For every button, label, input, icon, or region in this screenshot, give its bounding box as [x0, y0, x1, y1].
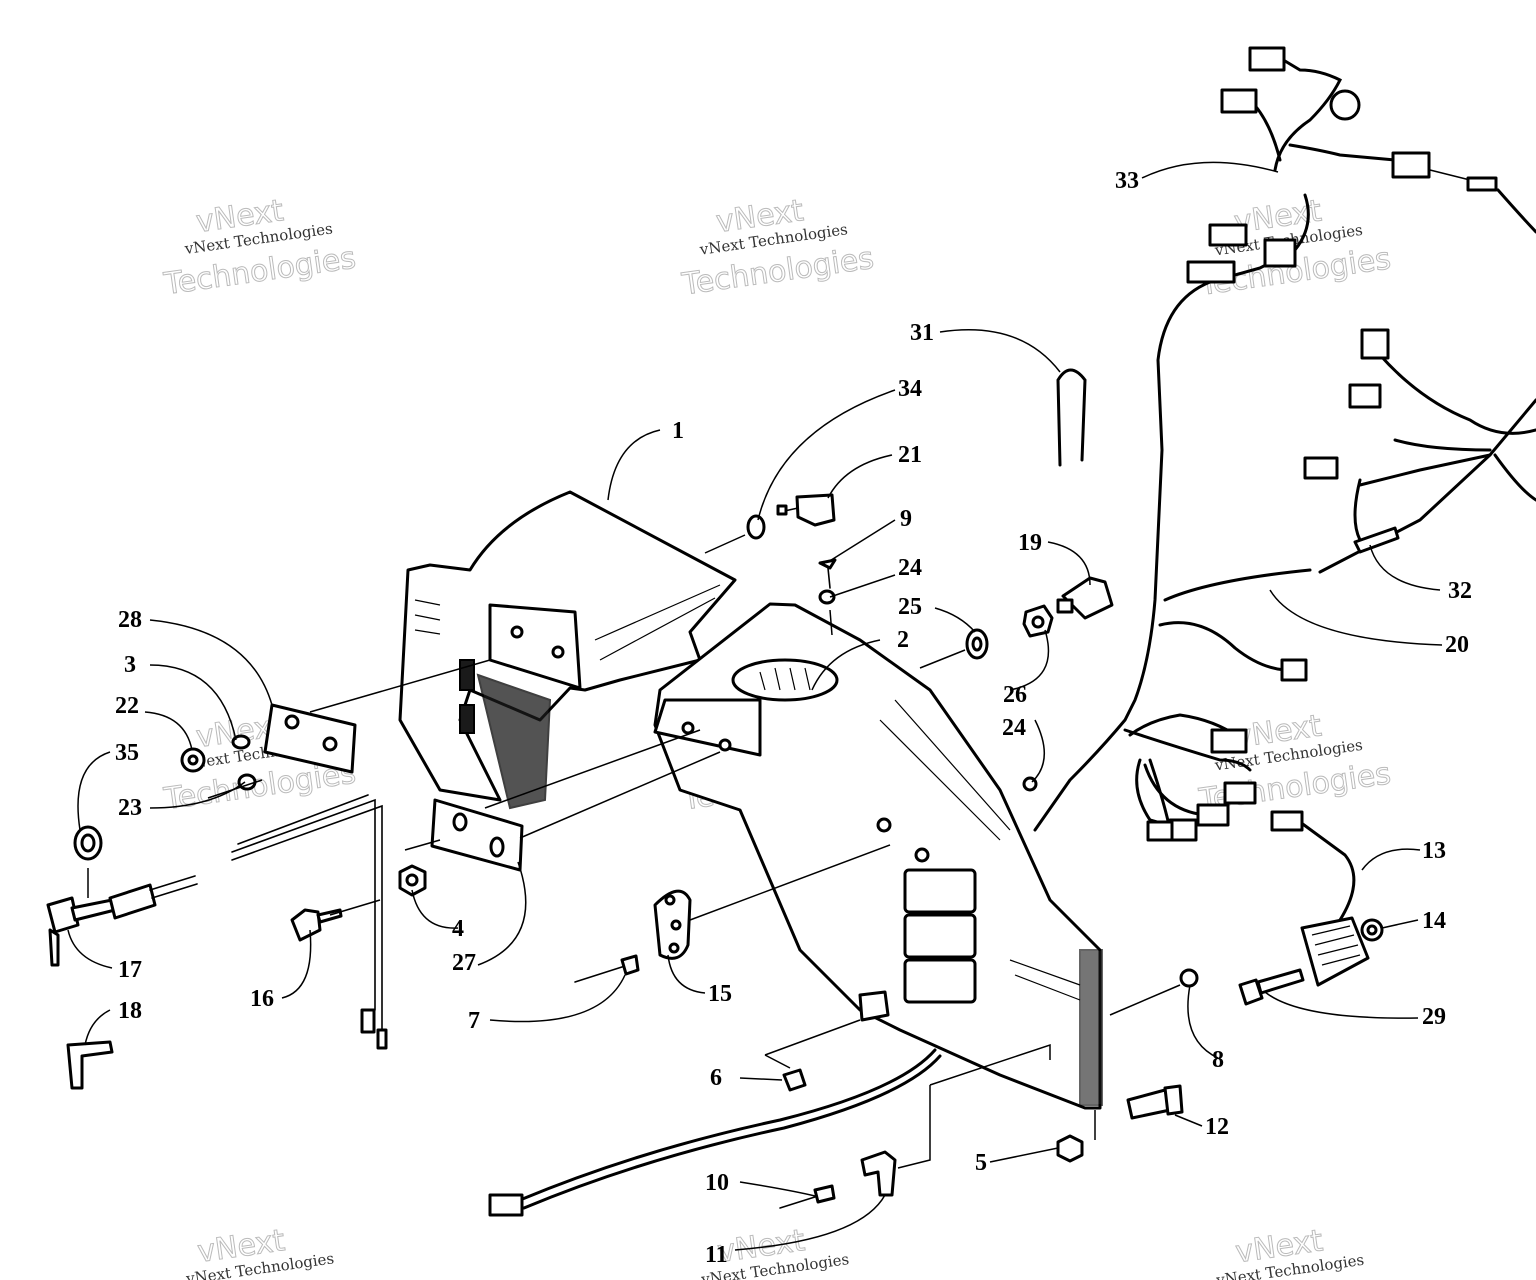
- callout-24-top: 24: [898, 555, 922, 581]
- part-13-rectifier: [1270, 810, 1370, 987]
- callout-29: 29: [1422, 1004, 1446, 1030]
- part-31-clamp: [1056, 368, 1087, 467]
- callout-7: 7: [468, 1008, 480, 1034]
- callout-5: 5: [975, 1150, 987, 1176]
- part-8-washer: [1179, 968, 1199, 988]
- callout-24-side: 24: [1002, 715, 1026, 741]
- callout-2: 2: [897, 627, 909, 653]
- callout-31: 31: [910, 320, 934, 346]
- callout-1: 1: [672, 418, 684, 444]
- harness-main-trunk: [1033, 193, 1312, 842]
- watermark-bottom-left: vNext vNext Technologies: [184, 1223, 335, 1280]
- watermark-bottom-right: vNext vNext Technologies: [1214, 1223, 1365, 1280]
- callout-16: 16: [250, 986, 274, 1012]
- watermark-top-left: vNext vNext Technologies Technologies: [161, 193, 359, 303]
- callout-11: 11: [705, 1242, 728, 1268]
- callout-10: 10: [705, 1170, 729, 1196]
- part-22-nut: [180, 747, 206, 773]
- part-3-washer: [231, 734, 251, 750]
- callout-12: 12: [1205, 1114, 1229, 1140]
- part-34-washer: [746, 514, 766, 540]
- part-4-nut: [398, 864, 427, 897]
- callout-33: 33: [1115, 168, 1139, 194]
- part-18-clip: [66, 1040, 114, 1090]
- part-21-toggle-switch: [776, 493, 836, 527]
- part-7-rivet: [574, 954, 640, 983]
- callout-34: 34: [898, 376, 922, 402]
- part-5-nut: [1056, 1134, 1084, 1163]
- callout-3: 3: [124, 652, 136, 678]
- callout-23: 23: [118, 795, 142, 821]
- callout-20: 20: [1445, 632, 1469, 658]
- part-6-screw: [782, 1068, 807, 1092]
- callout-14: 14: [1422, 908, 1446, 934]
- callout-17: 17: [118, 957, 142, 983]
- watermark-top-center: vNext vNext Technologies Technologies: [679, 193, 877, 303]
- callout-13: 13: [1422, 838, 1446, 864]
- callout-22: 22: [115, 693, 139, 719]
- assembly-lines: [87, 534, 1181, 1169]
- callout-6: 6: [710, 1065, 722, 1091]
- part-9-screw: [818, 558, 837, 589]
- callout-9: 9: [900, 506, 912, 532]
- callout-4: 4: [452, 916, 464, 942]
- callout-32: 32: [1448, 578, 1472, 604]
- callout-28: 28: [118, 607, 142, 633]
- part-26-nut: [1022, 604, 1054, 638]
- part-28-plate: [263, 703, 357, 774]
- part-33-harness-upper: [1220, 46, 1536, 234]
- dash-lower-panel: [653, 602, 1103, 1110]
- part-29-bolt: [1238, 968, 1305, 1006]
- part-19-switch: [1056, 576, 1114, 620]
- callout-15: 15: [708, 981, 732, 1007]
- callout-leaders: [67, 161, 1443, 1251]
- callout-26: 26: [1003, 682, 1027, 708]
- callout-19: 19: [1018, 530, 1042, 556]
- callout-21: 21: [898, 442, 922, 468]
- part-14-nut: [1360, 918, 1384, 942]
- callout-25: 25: [898, 594, 922, 620]
- part-25-lockwasher: [965, 628, 989, 660]
- part-27-plate: [430, 798, 524, 872]
- dash-upper-panel: [398, 490, 737, 810]
- control-cables: [231, 794, 388, 1050]
- part-10-pin: [779, 1184, 836, 1209]
- part-24-washer-top: [818, 589, 836, 605]
- part-35-ring: [73, 825, 103, 861]
- part-15-plate: [653, 889, 692, 960]
- part-20-harness-branch: [1303, 328, 1536, 574]
- callout-27: 27: [452, 950, 476, 976]
- callout-8: 8: [1212, 1047, 1224, 1073]
- part-11-clip: [860, 1150, 897, 1197]
- callout-35: 35: [115, 740, 139, 766]
- callout-18: 18: [118, 998, 142, 1024]
- part-17-ignition-switch: [46, 875, 198, 967]
- part-12-screw: [1126, 1084, 1184, 1120]
- callout-labels: 1 2 3 4 5 6 7 8 9 10 11 12 13 14 15 16 1…: [115, 168, 1472, 1268]
- lead-wire: [488, 1048, 942, 1217]
